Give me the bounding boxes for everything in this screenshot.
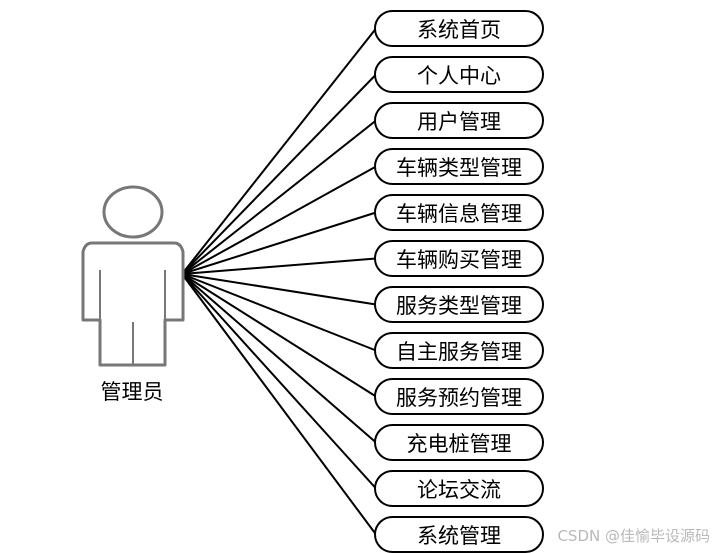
association-line [181,273,377,352]
association-line [181,73,377,275]
association-line [181,211,377,275]
use-case-oval: 充电桩管理 [374,424,544,461]
association-line [181,273,377,444]
use-case-oval: 系统管理 [374,516,544,553]
association-line [181,27,377,275]
use-case-oval: 个人中心 [374,56,544,93]
association-line [181,165,377,275]
association-line [181,273,377,490]
actor-body [81,241,185,367]
use-case-oval: 车辆信息管理 [374,194,544,231]
association-lines [181,27,377,536]
use-case-oval: 车辆类型管理 [374,148,544,185]
association-line [181,273,377,536]
association-line [181,119,377,275]
watermark: CSDN @佳愉毕设源码 [557,527,710,545]
use-case-oval: 系统首页 [374,10,544,47]
actor-figure [81,185,185,367]
actor-head [102,185,164,239]
use-case-oval: 服务预约管理 [374,378,544,415]
association-line [181,273,377,306]
use-case-oval: 自主服务管理 [374,332,544,369]
actor-label: 管理员 [100,380,164,404]
use-case-oval: 用户管理 [374,102,544,139]
association-line [181,257,377,275]
use-case-oval: 车辆购买管理 [374,240,544,277]
use-case-oval: 论坛交流 [374,470,544,507]
use-case-oval: 服务类型管理 [374,286,544,323]
association-line [181,273,377,398]
